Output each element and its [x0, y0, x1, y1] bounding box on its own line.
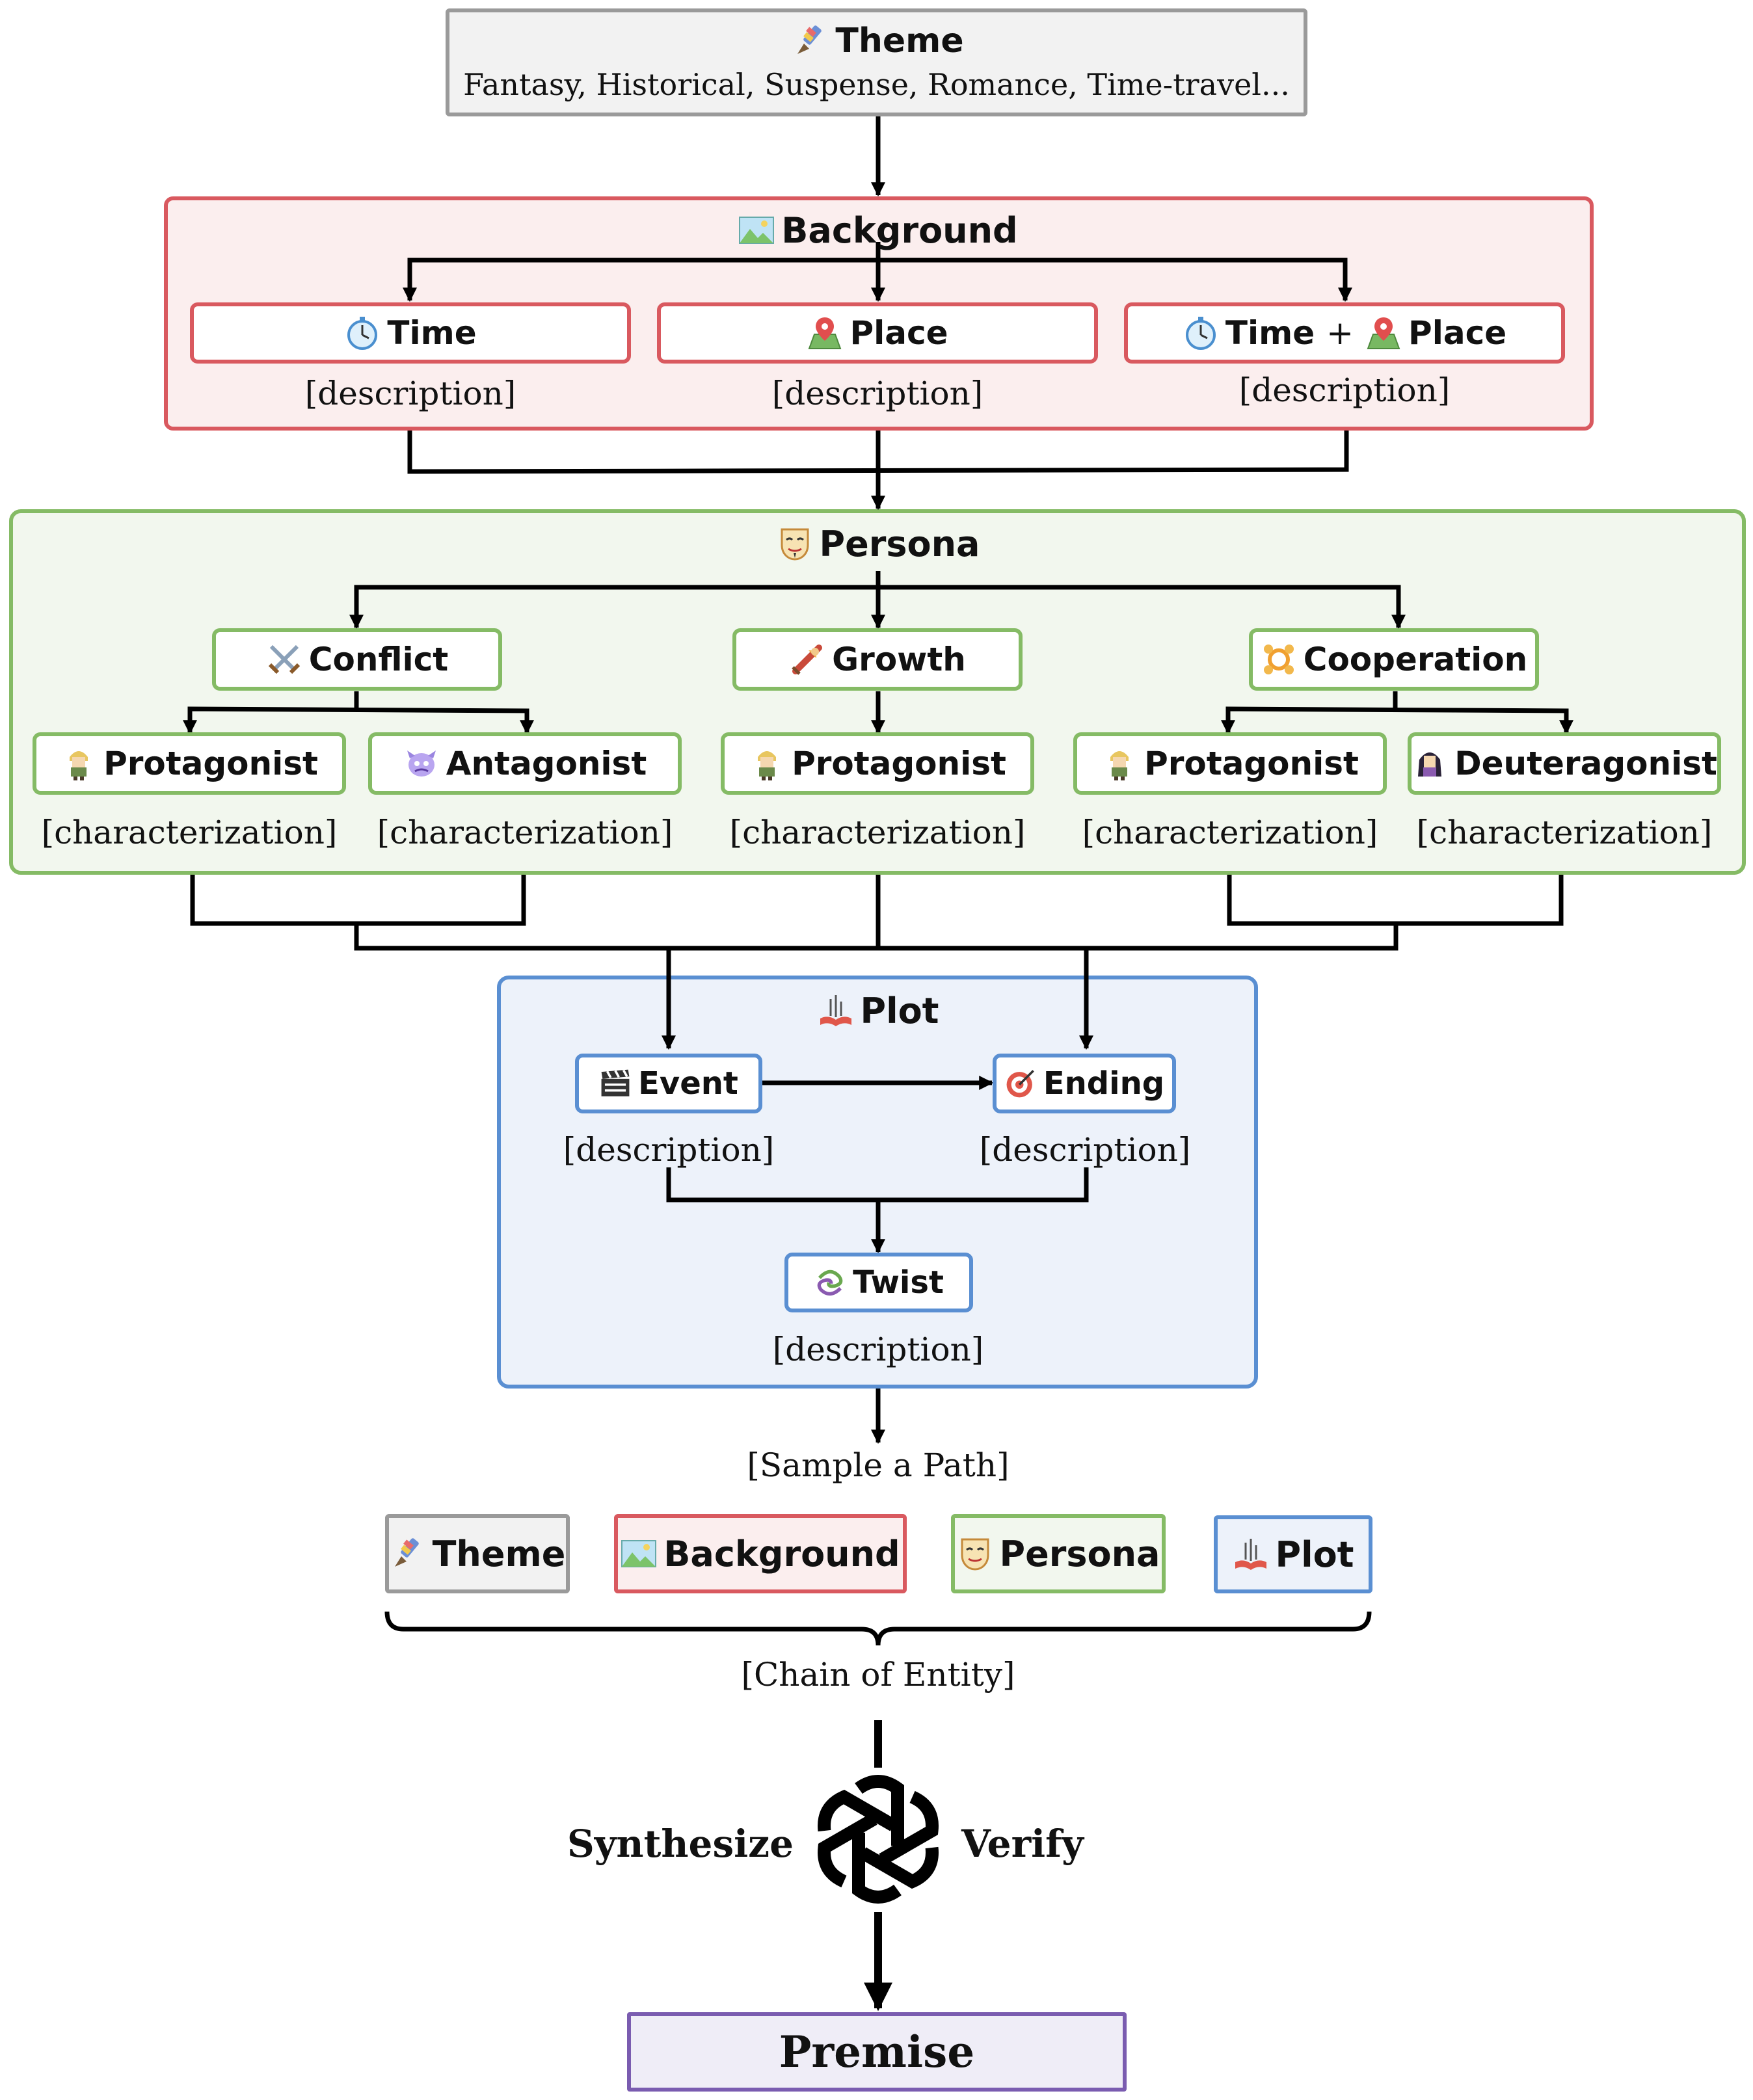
time-node: Time	[190, 302, 631, 364]
twist-node: Twist	[784, 1253, 973, 1312]
deuteragonist-label: Deuteragonist	[1454, 745, 1717, 782]
chain-persona-label: Persona	[999, 1533, 1160, 1575]
openai-logo-icon	[818, 1775, 939, 1904]
crossed-swords-icon	[268, 645, 300, 674]
cooperation-node: Cooperation	[1249, 628, 1539, 691]
protagonist-label: Protagonist	[1144, 745, 1359, 782]
place-description: [description]	[771, 375, 984, 412]
rocket-hero-icon	[792, 645, 823, 675]
stopwatch-icon	[347, 317, 378, 350]
growth-node: Growth	[732, 628, 1023, 691]
plot-section	[497, 976, 1258, 1389]
ending-description: [description]	[979, 1131, 1191, 1169]
event-label: Event	[638, 1065, 738, 1102]
mask-face-icon	[781, 528, 809, 561]
plot-title: Plot	[748, 987, 1008, 1034]
theme-label: Theme	[835, 21, 964, 60]
persona-title: Persona	[716, 520, 1041, 567]
protagonist-label: Protagonist	[103, 745, 318, 782]
plus-sign: +	[1326, 314, 1354, 352]
chain-background-item: Background	[614, 1514, 907, 1593]
deuteragonist-node: Deuteragonist	[1408, 732, 1721, 795]
deuteragonist-characterization: [characterization]	[1416, 814, 1713, 851]
chain-plot-label: Plot	[1275, 1534, 1354, 1575]
background-label: Background	[781, 209, 1018, 251]
place-label: Place	[850, 314, 948, 352]
sample-path-label: [Sample a Path]	[747, 1446, 1010, 1484]
protagonist-characterization: [characterization]	[1082, 814, 1378, 851]
protagonist-node: Protagonist	[33, 732, 346, 795]
antagonist-label: Antagonist	[446, 745, 647, 782]
protagonist-avatar-icon	[70, 751, 88, 780]
ending-label: Ending	[1043, 1065, 1165, 1102]
chain-background-label: Background	[663, 1533, 900, 1575]
time-place-description: [description]	[1238, 371, 1451, 409]
theme-box	[446, 8, 1307, 116]
paintbrush-icon	[394, 1538, 419, 1567]
twist-label: Twist	[853, 1264, 944, 1301]
protagonist-avatar-icon	[758, 751, 777, 780]
team-circle-icon	[1263, 645, 1294, 674]
time-place-node: Time + Place	[1124, 302, 1565, 364]
protagonist-label: Protagonist	[792, 745, 1006, 782]
stopwatch-icon	[1185, 317, 1216, 350]
antagonist-node: Antagonist	[368, 732, 682, 795]
persona-label: Persona	[819, 523, 980, 565]
antagonist-characterization: [characterization]	[377, 814, 673, 851]
theme-examples: Fantasy, Historical, Suspense, Romance, …	[463, 67, 1290, 102]
target-dart-icon	[1006, 1070, 1034, 1098]
ending-node: Ending	[993, 1054, 1176, 1113]
premise-label: Premise	[779, 2027, 975, 2077]
antagonist-monster-icon	[407, 751, 436, 777]
twist-description: [description]	[772, 1331, 984, 1368]
chain-theme-label: Theme	[432, 1533, 566, 1575]
map-pin-icon	[1367, 317, 1400, 349]
mask-face-icon	[961, 1538, 989, 1571]
growth-label: Growth	[832, 641, 966, 678]
protagonist-characterization: [characterization]	[729, 814, 1026, 851]
theme-title: Theme	[716, 18, 1041, 64]
premise-box: Premise	[627, 2012, 1127, 2092]
synthesize-label: Synthesize	[567, 1822, 794, 1866]
time-description: [description]	[304, 375, 516, 412]
landscape-picture-icon	[739, 217, 775, 244]
place-label: Place	[1408, 314, 1507, 352]
event-description: [description]	[563, 1131, 775, 1169]
chain-persona-item: Persona	[951, 1514, 1166, 1593]
clapperboard-icon	[601, 1069, 630, 1097]
open-book-icon	[1235, 1539, 1266, 1570]
background-title: Background	[716, 207, 1041, 254]
deuteragonist-avatar-icon	[1418, 752, 1442, 777]
time-label: Time	[1225, 314, 1315, 352]
event-node: Event	[575, 1054, 762, 1113]
cooperation-label: Cooperation	[1303, 641, 1528, 678]
plot-label: Plot	[860, 990, 939, 1031]
conflict-node: Conflict	[212, 628, 502, 691]
chain-theme-item: Theme	[385, 1514, 570, 1593]
conflict-label: Conflict	[308, 641, 449, 678]
paintbrush-icon	[797, 25, 822, 54]
place-node: Place	[657, 302, 1098, 364]
protagonist-node: Protagonist	[721, 732, 1034, 795]
twist-spiral-icon	[817, 1269, 843, 1296]
protagonist-node: Protagonist	[1073, 732, 1387, 795]
time-label: Time	[387, 314, 477, 352]
open-book-icon	[820, 995, 851, 1026]
protagonist-avatar-icon	[1110, 751, 1129, 780]
landscape-picture-icon	[621, 1540, 657, 1567]
verify-label: Verify	[961, 1822, 1084, 1866]
chain-of-entity-label: [Chain of Entity]	[741, 1656, 1015, 1694]
protagonist-characterization: [characterization]	[41, 814, 338, 851]
chain-plot-item: Plot	[1214, 1515, 1372, 1593]
map-pin-icon	[809, 317, 842, 349]
